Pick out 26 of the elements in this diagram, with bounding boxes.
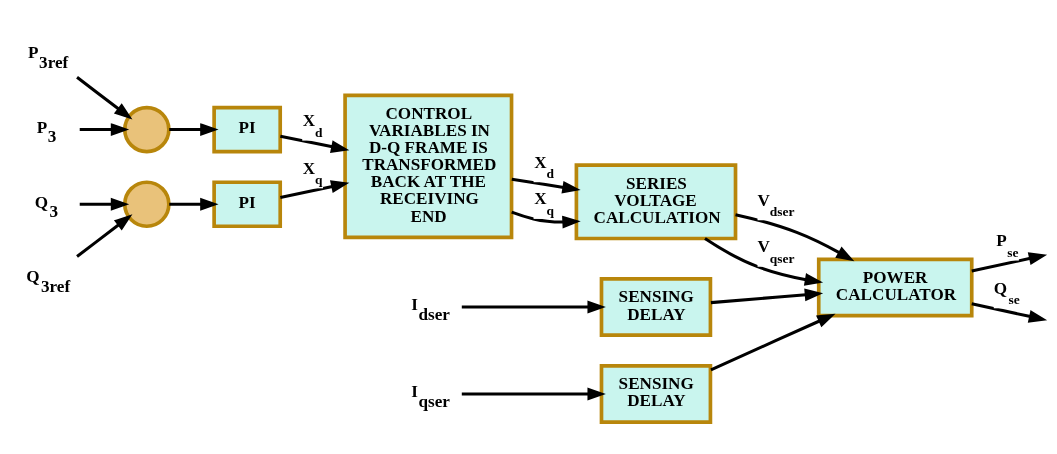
arrow [169, 122, 219, 136]
arrow [735, 212, 855, 261]
arrow [169, 197, 219, 211]
arrow [971, 251, 1048, 273]
arrow [79, 197, 130, 211]
arrow [971, 301, 1048, 323]
arrow [511, 210, 581, 229]
arrow [79, 122, 130, 136]
arrow [710, 287, 824, 304]
node-circle [122, 105, 171, 153]
node-box: PI [212, 179, 283, 228]
node-box: PI [212, 105, 283, 153]
arrow [76, 75, 133, 120]
arrow [461, 300, 606, 313]
node-box: SENSING DELAY [599, 276, 713, 337]
arrow [461, 387, 606, 400]
node-box: SENSING DELAY [599, 363, 713, 424]
node-box: SERIES VOLTAGE CALCULATION [574, 162, 738, 240]
arrow [280, 134, 350, 153]
node-box: CONTROL VARIABLES IN D-Q FRAME IS TRANSFORMED BACK AT THE RECEIVING END [343, 93, 514, 239]
arrow [511, 177, 581, 194]
node-box: POWER CALCULATOR [816, 257, 974, 317]
arrow [280, 179, 350, 199]
node-circle [122, 179, 171, 228]
arrow [76, 213, 133, 258]
arrow [710, 313, 836, 371]
